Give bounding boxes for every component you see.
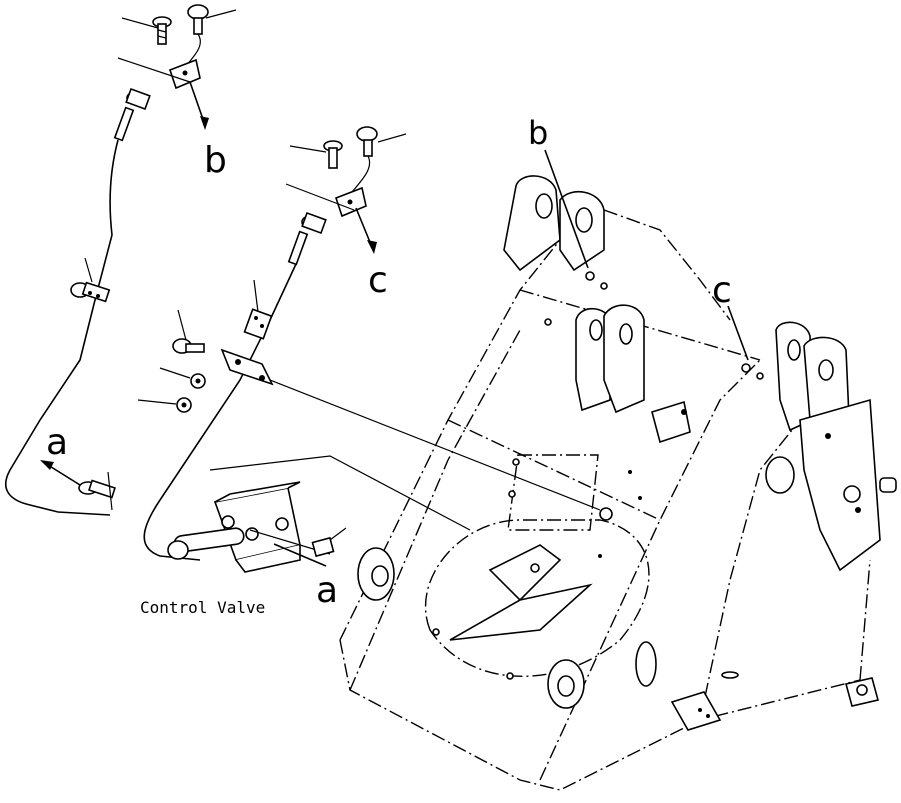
- bolt-middle-left: [289, 140, 343, 169]
- label-b-upper: b: [204, 140, 227, 181]
- label-b-frame: b: [528, 114, 548, 152]
- cable-clamp-upper: [113, 87, 151, 142]
- leader-c-frame: [727, 305, 749, 361]
- leader-a-valve: [273, 543, 327, 567]
- bolt-upper-right: [185, 4, 237, 67]
- label-control-valve: Control Valve: [140, 598, 265, 617]
- arrow-to-b-upper: [189, 81, 209, 130]
- washer-2: [137, 397, 192, 413]
- label-c-upper: c: [368, 260, 388, 301]
- control-valve: [167, 455, 471, 573]
- bracket-middle: [285, 183, 367, 218]
- main-frame: [339, 175, 897, 791]
- cable-pin-lower: [78, 471, 116, 511]
- upper-cable-assembly: [5, 4, 237, 516]
- washer-1: [159, 367, 206, 389]
- bracket-upper: [117, 57, 201, 90]
- label-a-valve: a: [316, 570, 338, 611]
- label-a-left: a: [46, 422, 68, 463]
- bolt-upper-left: [121, 16, 172, 45]
- cable-upper: [5, 139, 119, 516]
- arrow-to-a-left: [40, 460, 81, 486]
- cable-middle: [143, 263, 297, 561]
- leader-b-frame: [544, 149, 589, 269]
- bolt-middle-right: [351, 126, 407, 193]
- cable-fitting-mid: [70, 257, 111, 303]
- bolt-side: [172, 309, 205, 354]
- cable-fitting-middle: [220, 279, 274, 386]
- cable-clamp-middle: [287, 211, 327, 266]
- label-c-frame: c: [712, 270, 732, 311]
- arrow-to-c-upper: [355, 207, 377, 254]
